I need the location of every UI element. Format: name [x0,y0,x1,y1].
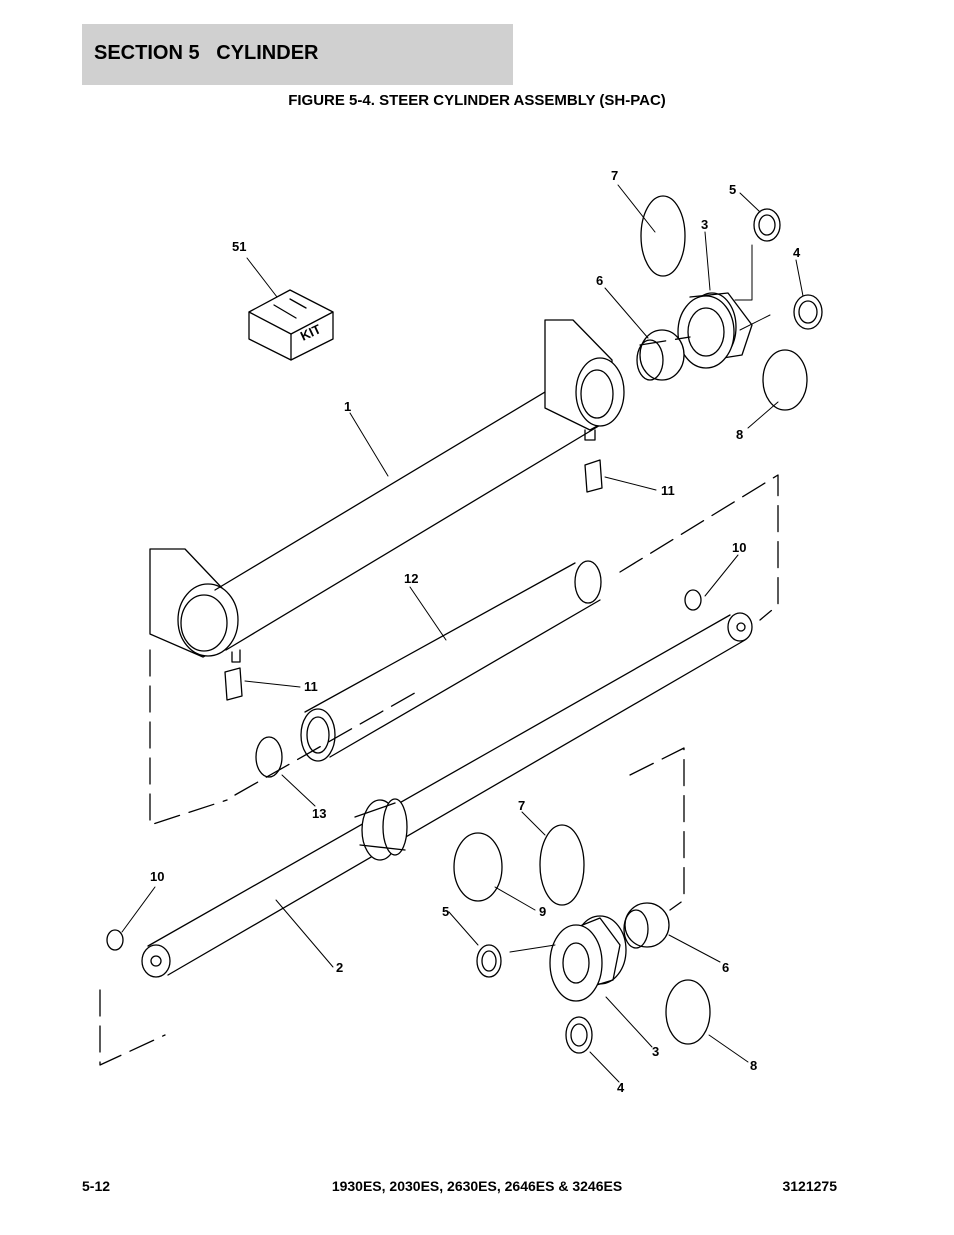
callout-1: 1 [344,399,351,414]
callout-5: 5 [729,182,736,197]
callout-13: 13 [312,806,326,821]
callout-2: 2 [336,960,343,975]
callout-6: 6 [596,273,603,288]
kit-box: KIT [248,289,334,361]
document-number: 3121275 [782,1178,837,1194]
page-number: 5-12 [82,1178,111,1194]
callout-4: 4 [793,245,801,260]
callout-51: 51 [232,239,246,254]
lower-gland-assembly [453,824,711,1054]
figure-title: FIGURE 5-4. STEER CYLINDER ASSEMBLY (SH-… [288,92,666,109]
callout-3: 3 [652,1044,659,1059]
callout-7: 7 [611,168,618,183]
callout-3: 3 [701,217,708,232]
cylinder-barrel [149,319,625,663]
callout-7: 7 [518,798,525,813]
callout-9: 9 [539,904,546,919]
callout-5: 5 [442,904,449,919]
section-header: SECTION 5 CYLINDER [82,24,513,85]
callout-11: 11 [304,679,318,694]
callout-4: 4 [617,1080,625,1095]
upper-gland-assembly [636,195,823,411]
section-number: SECTION 5 [94,42,200,64]
section-title: CYLINDER [216,42,319,64]
small-parts [106,459,702,951]
callout-8: 8 [750,1058,757,1073]
callout-10: 10 [732,540,746,555]
callout-11: 11 [661,483,675,498]
spacer-tube [300,560,602,762]
model-list: 1930ES, 2030ES, 2630ES, 2646ES & 3246ES [331,1178,623,1194]
callout-8: 8 [736,427,743,442]
assembly-lines [99,336,779,1066]
piston-rod [141,612,753,978]
leader-lines [121,184,804,1083]
callout-6: 6 [722,960,729,975]
callout-12: 12 [404,571,418,586]
callout-10: 10 [150,869,164,884]
